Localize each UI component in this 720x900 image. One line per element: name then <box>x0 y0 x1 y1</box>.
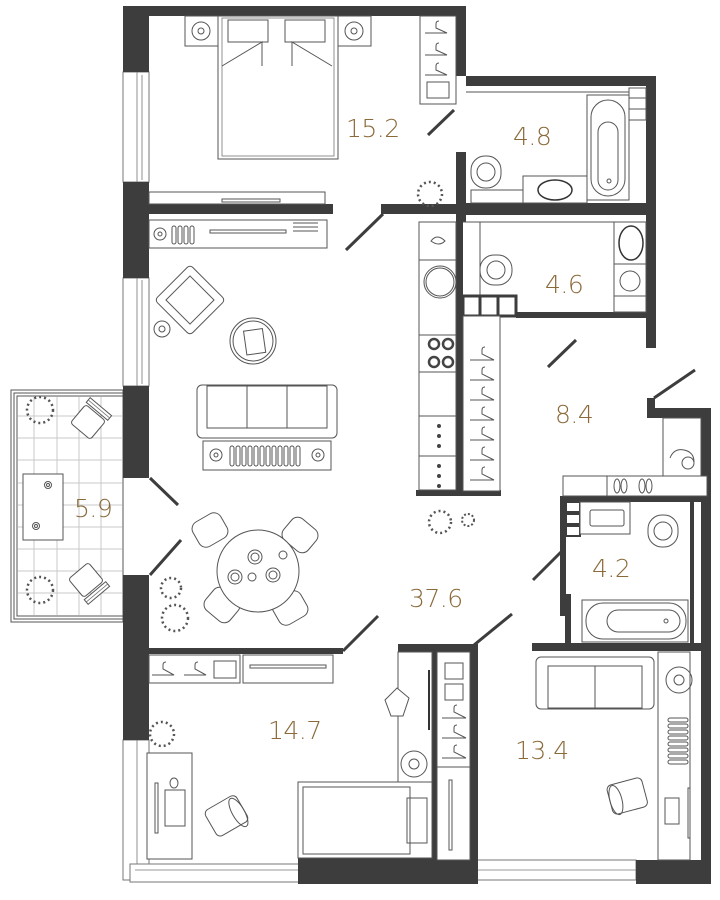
office-chair <box>204 795 249 837</box>
toilet <box>647 514 679 548</box>
toilet <box>470 155 502 189</box>
toilet <box>479 254 513 286</box>
plant-icon <box>416 180 444 208</box>
tv-cabinet <box>242 654 334 684</box>
living-room-furniture <box>148 219 338 633</box>
doors <box>148 108 696 653</box>
plant-icon <box>25 575 55 605</box>
windows <box>122 71 637 883</box>
room-area-bedroom-bottom-right: 13.4 <box>515 736 569 765</box>
room-area-bathroom-middle: 4.6 <box>545 270 584 299</box>
balcony <box>10 389 124 623</box>
bathtub <box>581 599 689 643</box>
plant-icon <box>461 513 475 527</box>
plant-icon <box>25 395 55 425</box>
plant-icon <box>160 603 190 633</box>
single-bed <box>297 781 433 859</box>
bathroom-middle-furniture <box>461 221 647 318</box>
sofa <box>196 384 338 439</box>
room-area-bathroom-top: 4.8 <box>513 122 552 151</box>
room-area-hallway: 8.4 <box>555 400 594 429</box>
plant-icon <box>148 720 176 748</box>
bedroom-bottom-left-furniture <box>146 651 433 860</box>
office-chair <box>606 777 648 816</box>
bedroom-bottom-right-furniture <box>436 651 693 861</box>
balcony-chair-bottom <box>69 563 111 606</box>
room-area-balcony: 5.9 <box>74 494 113 523</box>
room-area-bedroom-top: 15.2 <box>346 114 400 143</box>
dryer <box>613 295 647 313</box>
coffee-table <box>229 317 277 365</box>
nightstand-right <box>337 15 372 47</box>
kitchen-unit <box>418 221 501 492</box>
hallway-furniture <box>427 417 708 535</box>
sofa <box>535 656 655 710</box>
hallway-wardrobe <box>462 315 501 492</box>
bathroom-top-furniture <box>466 87 647 204</box>
plant-icon <box>159 576 183 600</box>
balcony-chair-top <box>71 396 113 439</box>
nightstand-left <box>184 15 219 47</box>
plant-icon <box>427 509 453 535</box>
bathroom-bottom-furniture <box>565 501 689 643</box>
room-area-living-kitchen: 37.6 <box>409 584 463 613</box>
walls <box>123 6 711 884</box>
dining-table <box>191 512 319 626</box>
tv-cabinet <box>148 191 326 205</box>
room-area-bedroom-bottom-left: 14.7 <box>268 716 322 745</box>
room-area-bathroom-bottom: 4.2 <box>592 554 631 583</box>
bedroom-top-furniture <box>148 15 457 208</box>
balcony-table <box>22 473 64 541</box>
sink-round <box>423 265 457 299</box>
sink <box>579 501 631 535</box>
bathtub <box>586 94 630 201</box>
armchair <box>155 265 225 335</box>
vacuum-icon <box>681 456 695 470</box>
